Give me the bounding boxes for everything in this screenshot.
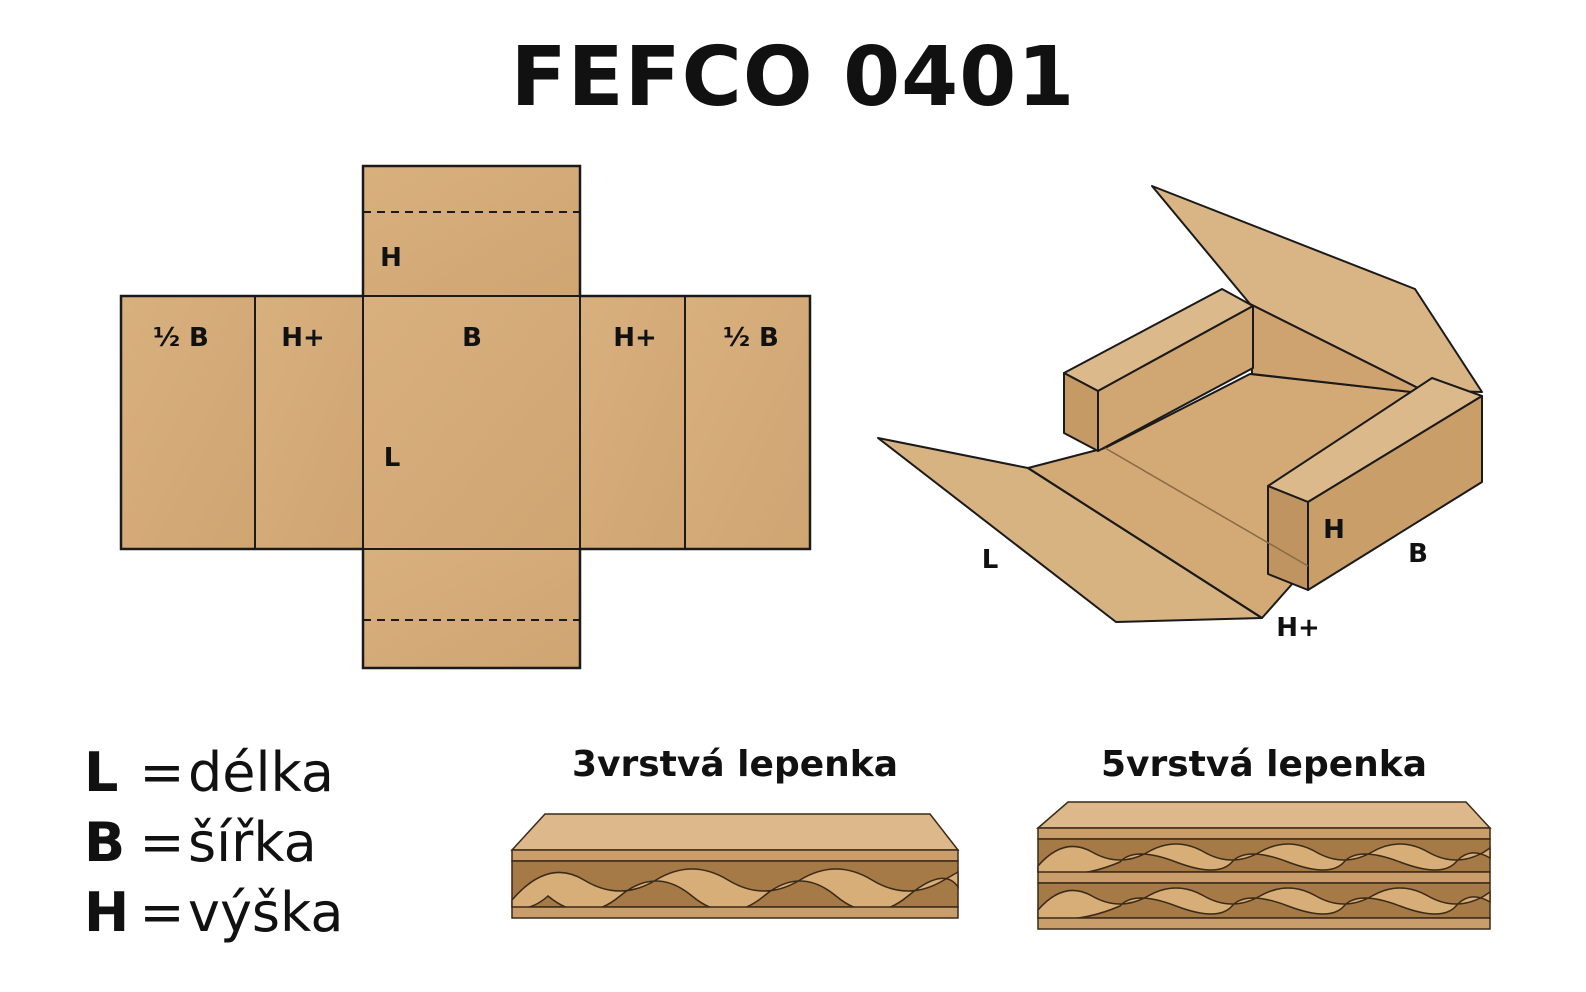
box-label-h-plus: H+ [1276, 613, 1320, 643]
net-fold-lines [254, 211, 686, 621]
legend-eq: = [139, 811, 185, 874]
three-layer-flute [511, 868, 959, 912]
five-layer-flute-lower [1037, 887, 1491, 921]
legend-row-l: L =délka [84, 738, 343, 808]
net-top-flap [362, 165, 581, 297]
legend-value-b: šířka [188, 811, 317, 874]
box-right-block-side [1267, 485, 1309, 591]
net-label-h-plus-left: H+ [281, 323, 325, 353]
flat-net: ½ B H+ B H+ ½ B H L [119, 164, 812, 670]
legend-row-h: H=výška [84, 878, 343, 948]
net-label-b-center: B [462, 323, 482, 353]
legend-key-h: H [84, 881, 130, 944]
net-half-b-left [120, 295, 256, 550]
legend-key-l: L [84, 741, 119, 804]
net-label-half-b-left: ½ B [153, 323, 209, 353]
box-label-l: L [982, 545, 999, 575]
legend-eq: = [139, 881, 185, 944]
box-label-b: B [1408, 539, 1428, 569]
box-left-block-side [1097, 305, 1254, 452]
three-layer-board [510, 813, 960, 919]
net-bottom-flap [362, 548, 581, 669]
net-center-panel [362, 295, 581, 550]
net-label-half-b-right: ½ B [723, 323, 779, 353]
legend-value-h: výška [188, 881, 344, 944]
box-3d: L H B H+ [877, 185, 1483, 643]
five-layer-title: 5vrstvá lepenka [1100, 744, 1427, 785]
legend-value-l: délka [188, 741, 334, 804]
net-label-l-center: L [384, 443, 401, 473]
net-half-b-right [684, 295, 811, 550]
page-title: FEFCO 0401 [510, 30, 1076, 125]
net-label-h-plus-right: H+ [613, 323, 657, 353]
legend-key-b: B [84, 811, 126, 874]
five-layer-flute-upper [1037, 843, 1491, 876]
three-layer-title: 3vrstvá lepenka [571, 744, 898, 785]
dimension-legend: L=délka B=šířka H=výška [84, 738, 343, 948]
five-layer-board [1035, 801, 1492, 930]
net-label-h-top: H [380, 243, 402, 273]
box-label-h: H [1323, 515, 1345, 545]
legend-eq: = [139, 741, 185, 804]
legend-row-b: B=šířka [84, 808, 343, 878]
